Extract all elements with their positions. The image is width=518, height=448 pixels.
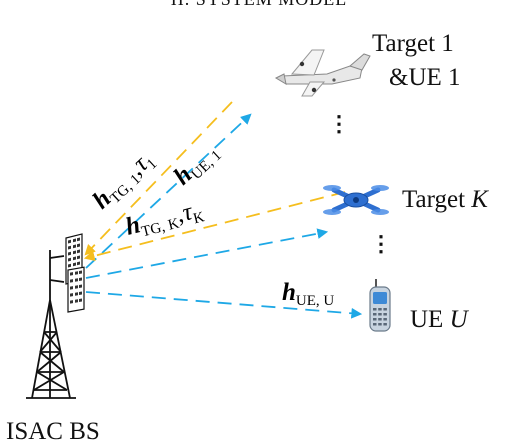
ue-u-index: U <box>449 306 468 333</box>
ue-1-label: &UE 1 <box>389 64 461 91</box>
sensing-link-target-k <box>83 191 346 262</box>
target-1-label: Target 1 <box>372 30 454 57</box>
fixed-wing-uav-icon <box>274 49 371 97</box>
ue-u-label: UE U <box>410 306 468 334</box>
target-k-index: K <box>471 186 488 213</box>
comm-link-ue-u <box>85 291 363 319</box>
label-h-ue-u: hUE, U <box>282 279 334 309</box>
mobile-phone-icon <box>369 279 391 332</box>
isac-bs-label: ISAC BS <box>6 418 100 445</box>
comm-link-target-k <box>85 228 329 279</box>
quadcopter-drone-icon <box>323 185 389 215</box>
target-k-prefix: Target <box>402 186 466 213</box>
ellipsis-lower: ⋮ <box>370 231 392 256</box>
ue-u-prefix: UE <box>410 306 444 333</box>
sensing-link-target-1 <box>84 101 233 256</box>
ellipsis-upper: ⋮ <box>328 111 350 136</box>
section-title: II. SYSTEM MODEL <box>0 0 518 10</box>
antenna-array-icon <box>65 233 85 313</box>
label-h-tg-1: hTG, 1,τ1 <box>88 146 161 217</box>
isac-bs-tower-icon <box>26 250 76 399</box>
comm-link-ue-1 <box>85 113 252 269</box>
target-k-label: Target K <box>402 186 488 214</box>
